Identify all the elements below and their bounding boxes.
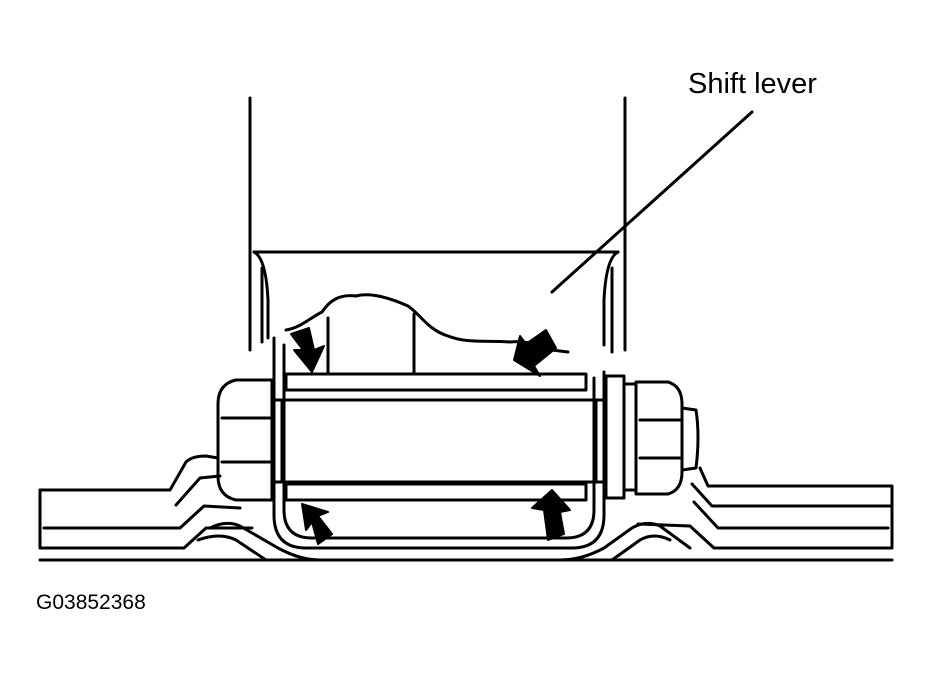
base-plate-right <box>636 466 894 550</box>
arrow-lower-right <box>531 489 571 541</box>
u-bracket <box>272 336 606 550</box>
lever-bore <box>326 312 416 374</box>
shift-lever-label: Shift lever <box>688 68 817 100</box>
arrow-upper-right <box>513 329 557 377</box>
cutaway-outline <box>284 293 570 354</box>
shift-lever-shaft <box>248 96 627 354</box>
lower-bushing <box>284 482 588 502</box>
left-nut <box>216 378 274 502</box>
arrow-upper-left <box>290 327 325 373</box>
right-nut <box>604 374 700 500</box>
arrow-lower-left <box>301 503 333 545</box>
upper-bushing <box>284 372 588 392</box>
figure-code: G03852368 <box>36 591 146 614</box>
callout-leader-line <box>550 110 754 294</box>
base-plate-left <box>38 454 254 550</box>
pivot-pin <box>270 398 606 484</box>
